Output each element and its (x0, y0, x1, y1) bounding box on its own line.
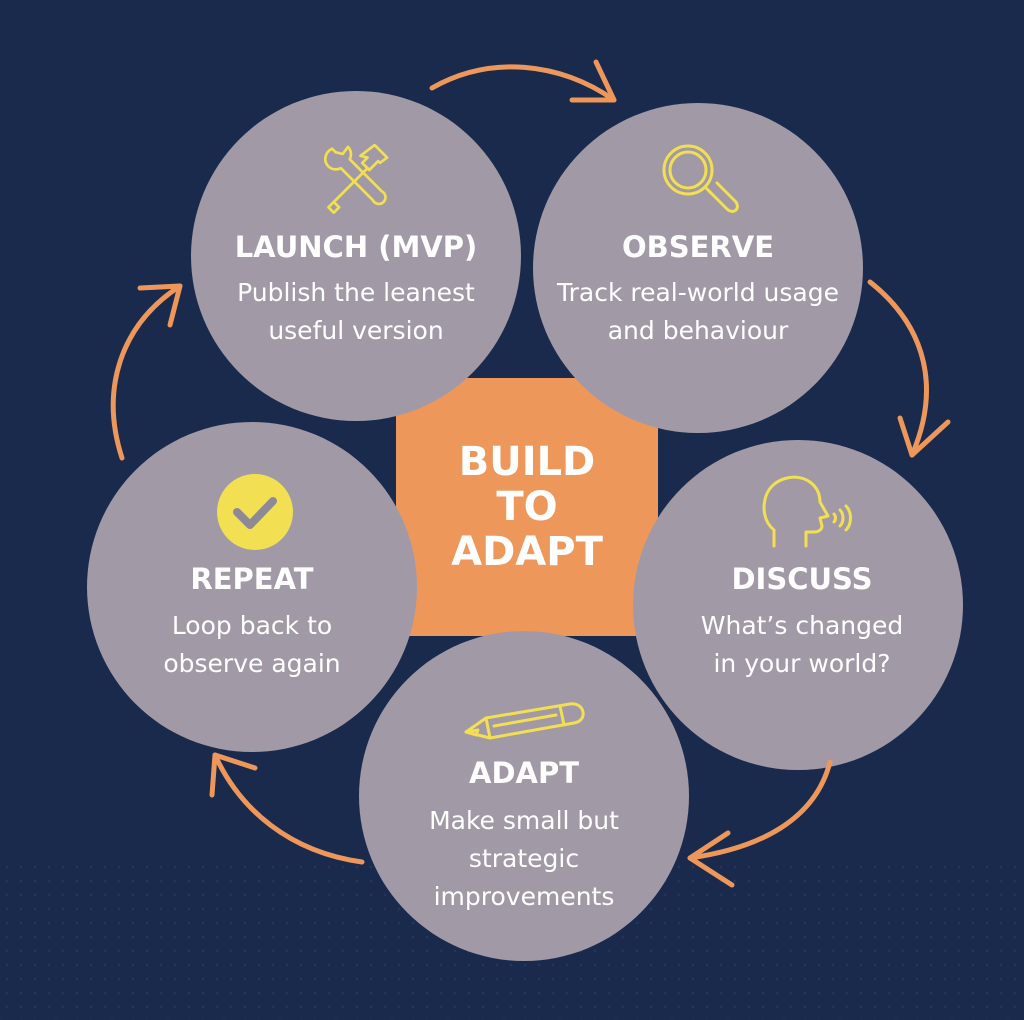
step-desc-line: useful version (268, 316, 444, 345)
step-repeat: REPEAT Loop back to observe again (92, 560, 412, 683)
step-desc-line: Publish the leanest (237, 278, 475, 307)
step-desc-line: observe again (163, 649, 341, 678)
step-desc-line: improvements (433, 882, 615, 911)
step-title: REPEAT (190, 562, 314, 596)
step-desc-line: Track real-world usage (557, 278, 839, 307)
center-title-line: ADAPT (451, 529, 603, 575)
circle-observe (533, 103, 863, 433)
step-launch: LAUNCH (MVP) Publish the leanest useful … (196, 228, 516, 350)
arrow-observe-to-discuss (867, 279, 951, 458)
magnifier-icon (662, 144, 739, 213)
arrow-repeat-to-launch (110, 283, 183, 461)
pencil-icon (464, 702, 585, 740)
center-square (396, 378, 658, 636)
step-adapt: ADAPT Make small but strategic improveme… (364, 754, 684, 916)
step-title: OBSERVE (621, 230, 775, 264)
step-desc-line: in your world? (713, 649, 891, 678)
arrow-launch-to-observe (429, 59, 617, 103)
circle-adapt (359, 631, 689, 961)
speaking-head-icon (762, 475, 852, 548)
step-desc-line: What’s changed (700, 611, 904, 640)
step-title: ADAPT (469, 756, 579, 790)
tools-icon (324, 143, 389, 214)
arrow-adapt-to-repeat (209, 752, 365, 865)
circle-launch (191, 91, 521, 421)
step-desc-line: Make small but (429, 806, 619, 835)
step-discuss: DISCUSS What’s changed in your world? (642, 560, 962, 683)
center-title-line: TO (496, 484, 558, 530)
step-desc-line: strategic (468, 844, 580, 873)
circle-discuss (633, 440, 963, 770)
step-title: LAUNCH (MVP) (234, 230, 478, 264)
step-desc-line: and behaviour (607, 316, 789, 345)
center-title: BUILD TO ADAPT (396, 440, 658, 575)
center-title-line: BUILD (458, 439, 596, 485)
step-observe: OBSERVE Track real-world usage and behav… (538, 228, 858, 350)
step-title: DISCUSS (731, 562, 873, 596)
step-desc-line: Loop back to (171, 611, 333, 640)
check-badge-icon (217, 474, 293, 550)
